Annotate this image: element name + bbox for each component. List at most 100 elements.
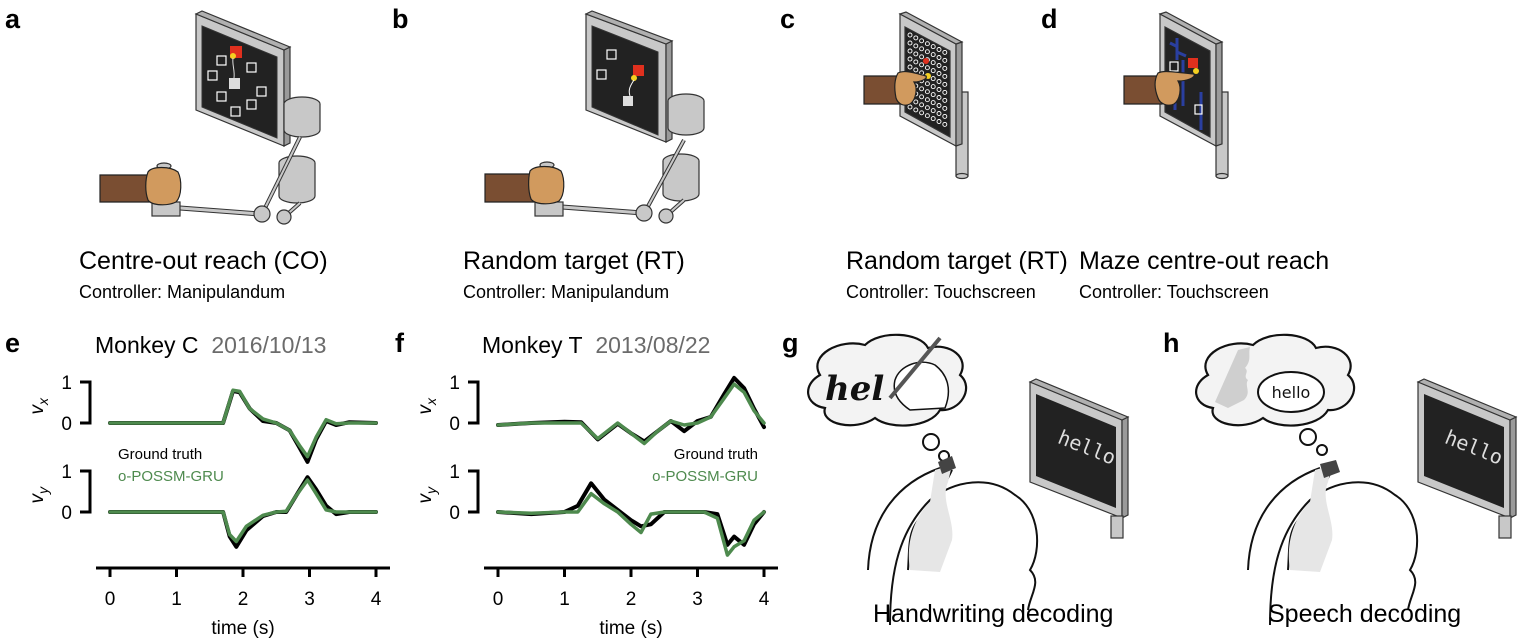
target-grid-dot (930, 116, 936, 122)
session-date: 2016/10/13 (211, 332, 327, 358)
ylabel-main: v (415, 493, 436, 504)
ylabel-main: v (27, 404, 48, 415)
ytick-label-1: 1 (449, 373, 460, 394)
panel-b-title: Random target (RT) (463, 247, 685, 275)
target-grid-dot (924, 81, 930, 87)
brain-region (908, 465, 953, 572)
target-grid-dot (942, 57, 948, 63)
xtick-label: 4 (759, 589, 770, 610)
target-grid-dot (924, 113, 930, 119)
target-grid-dot (942, 105, 948, 111)
ground-truth-line (496, 481, 766, 547)
xtick-label: 1 (559, 589, 570, 610)
target-grid-dot (919, 62, 925, 68)
prediction-line (496, 491, 766, 557)
target-grid-dot (919, 54, 925, 60)
target-grid-dot (907, 64, 913, 70)
target-grid-dot (936, 47, 942, 52)
hand-icon (484, 165, 565, 205)
ytick-label-0: 0 (449, 503, 460, 524)
ylabel: vx (27, 397, 51, 415)
scale-bar (80, 469, 92, 514)
legend-ground-truth: Ground truth (674, 446, 758, 463)
ylabel-sub: y (35, 486, 51, 495)
panel-h-title: Speech decoding (1268, 600, 1462, 628)
target-grid-dot (907, 56, 913, 62)
panel-e-subject: Monkey C 2016/10/13 (95, 334, 326, 357)
target-grid-dot (913, 51, 919, 57)
ytick-label-1: 1 (61, 373, 72, 394)
speech-bci-illustration: hello hello (1195, 333, 1518, 626)
target-grid-dot (907, 32, 913, 38)
target-grid-dot (930, 76, 936, 82)
target-grid-dot (907, 40, 913, 46)
target-grid-dot (936, 63, 942, 68)
target-grid-dot (936, 79, 942, 84)
xtick-label: 0 (105, 589, 116, 610)
monitor-icon (1416, 378, 1518, 539)
handwritten-word: hel (825, 369, 884, 409)
hand-icon (99, 166, 182, 206)
touchscreen-maze-illustration (1123, 11, 1229, 180)
target-grid-dot (942, 89, 948, 95)
ylabel: vy (415, 486, 439, 504)
xtick-label: 2 (238, 589, 249, 610)
target-grid-dot (924, 97, 930, 103)
target-grid-dot (942, 73, 948, 79)
subject-name: Monkey C (95, 332, 199, 358)
speech-bubble-text: hello (1272, 383, 1311, 402)
target-grid-dot (919, 110, 925, 116)
panel-a-title: Centre-out reach (CO) (79, 247, 328, 275)
target-grid-dot (913, 99, 919, 105)
panel-label-g: g (782, 328, 799, 358)
legend-ground-truth: Ground truth (118, 446, 202, 463)
panel-d-title: Maze centre-out reach (1079, 247, 1330, 275)
ytick-label-0: 0 (61, 414, 72, 435)
target-grid-dot (942, 97, 948, 103)
xlabel: time (s) (599, 618, 662, 639)
target-grid-dot (936, 87, 942, 92)
target-grid-dot (930, 100, 936, 106)
manipulandum-co-illustration (99, 10, 321, 225)
target-grid-dot (924, 105, 930, 111)
target-grid-dot (919, 102, 925, 108)
panel-label-d: d (1041, 4, 1058, 34)
panel-g-title: Handwriting decoding (873, 600, 1114, 628)
target-grid-dot (930, 52, 936, 58)
brain-region (1288, 465, 1333, 572)
legend-prediction: o-POSSM-GRU (118, 468, 224, 485)
target-grid-dot (930, 44, 936, 50)
implant-icon (1320, 460, 1340, 478)
prediction-line (496, 382, 766, 446)
target-grid-dot (930, 84, 936, 90)
target-grid-dot (936, 103, 942, 108)
subject-name: Monkey T (482, 332, 583, 358)
target-grid-dot (913, 107, 919, 113)
target-grid-dot (924, 89, 930, 95)
target-grid-dot (919, 94, 925, 100)
ytick-label-1: 1 (61, 462, 72, 483)
ylabel-main: v (27, 493, 48, 504)
panel-f-subject: Monkey T 2013/08/22 (482, 334, 710, 357)
target-grid-dot (913, 43, 919, 49)
target-grid-dot (942, 49, 948, 55)
ylabel: vx (415, 397, 439, 415)
touchscreen-rt-illustration (863, 11, 969, 180)
xtick-label: 4 (371, 589, 382, 610)
panel-label-a: a (5, 4, 21, 34)
scale-bar (468, 469, 480, 514)
session-date: 2013/08/22 (595, 332, 711, 358)
target-grid-dot (913, 59, 919, 65)
target-grid-dot (919, 46, 925, 52)
xtick-label: 1 (171, 589, 182, 610)
ytick-label-1: 1 (449, 462, 460, 483)
panel-label-f: f (395, 328, 404, 358)
monitor-icon (194, 10, 292, 147)
target-grid-dot (930, 92, 936, 98)
ytick-label-0: 0 (449, 414, 460, 435)
xtick-label: 3 (692, 589, 703, 610)
target-grid-dot (942, 81, 948, 87)
target-grid-dot (919, 38, 925, 44)
xtick-label: 3 (304, 589, 315, 610)
xtick-label: 2 (626, 589, 637, 610)
